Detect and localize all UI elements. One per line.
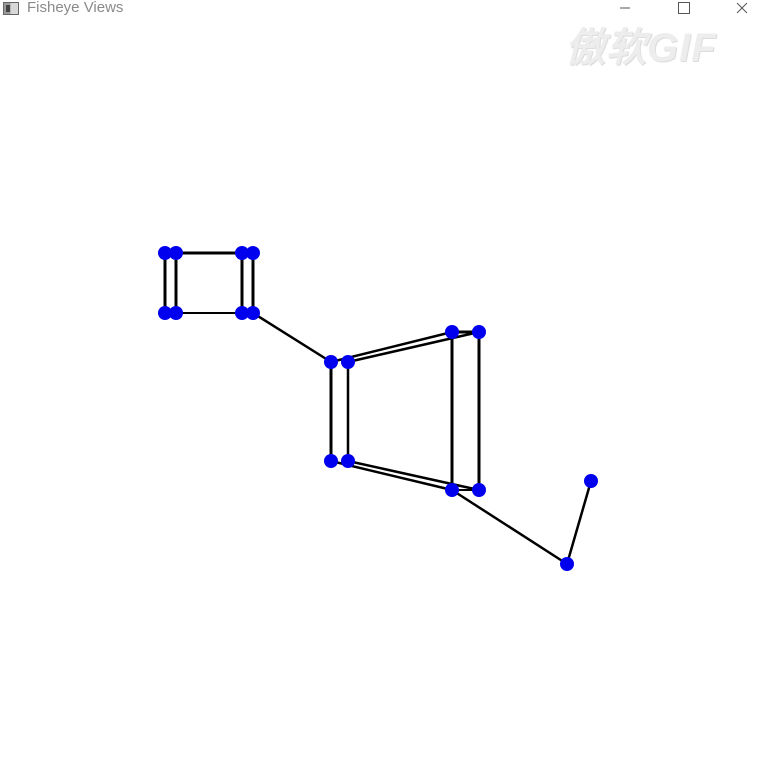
close-button[interactable]	[720, 0, 760, 18]
maximize-button[interactable]	[662, 0, 706, 18]
graph-node[interactable]	[341, 355, 355, 369]
graph-node[interactable]	[472, 483, 486, 497]
fisheye-graph-canvas[interactable]	[0, 18, 760, 782]
graph-node[interactable]	[324, 355, 338, 369]
graph-node[interactable]	[235, 306, 249, 320]
graph-edge	[565, 479, 593, 566]
graph-edge	[251, 311, 333, 364]
minimize-icon	[620, 7, 630, 9]
graph-node[interactable]	[472, 325, 486, 339]
graph-node[interactable]	[158, 306, 172, 320]
watermark-logo: 傲软GIF	[565, 26, 717, 70]
graph-node[interactable]	[246, 306, 260, 320]
graph-node[interactable]	[169, 246, 183, 260]
close-icon	[736, 2, 748, 14]
graph-node[interactable]	[445, 483, 459, 497]
title-bar[interactable]: Fisheye Views	[0, 0, 760, 18]
minimize-button[interactable]	[603, 0, 647, 18]
nodes-layer	[158, 246, 598, 571]
app-window-icon	[3, 2, 19, 15]
graph-node[interactable]	[324, 454, 338, 468]
graph-node[interactable]	[445, 325, 459, 339]
graph-node[interactable]	[158, 246, 172, 260]
graph-node[interactable]	[169, 306, 183, 320]
graph-edge	[346, 459, 481, 492]
graph-edge	[346, 330, 481, 364]
graph-node[interactable]	[341, 454, 355, 468]
graph-node[interactable]	[235, 246, 249, 260]
graph-node[interactable]	[584, 474, 598, 488]
graph-node[interactable]	[246, 246, 260, 260]
maximize-icon	[678, 2, 690, 14]
graph-node[interactable]	[560, 557, 574, 571]
edges-layer	[163, 251, 593, 566]
graph-edge	[450, 488, 569, 566]
window-title: Fisheye Views	[27, 0, 124, 16]
